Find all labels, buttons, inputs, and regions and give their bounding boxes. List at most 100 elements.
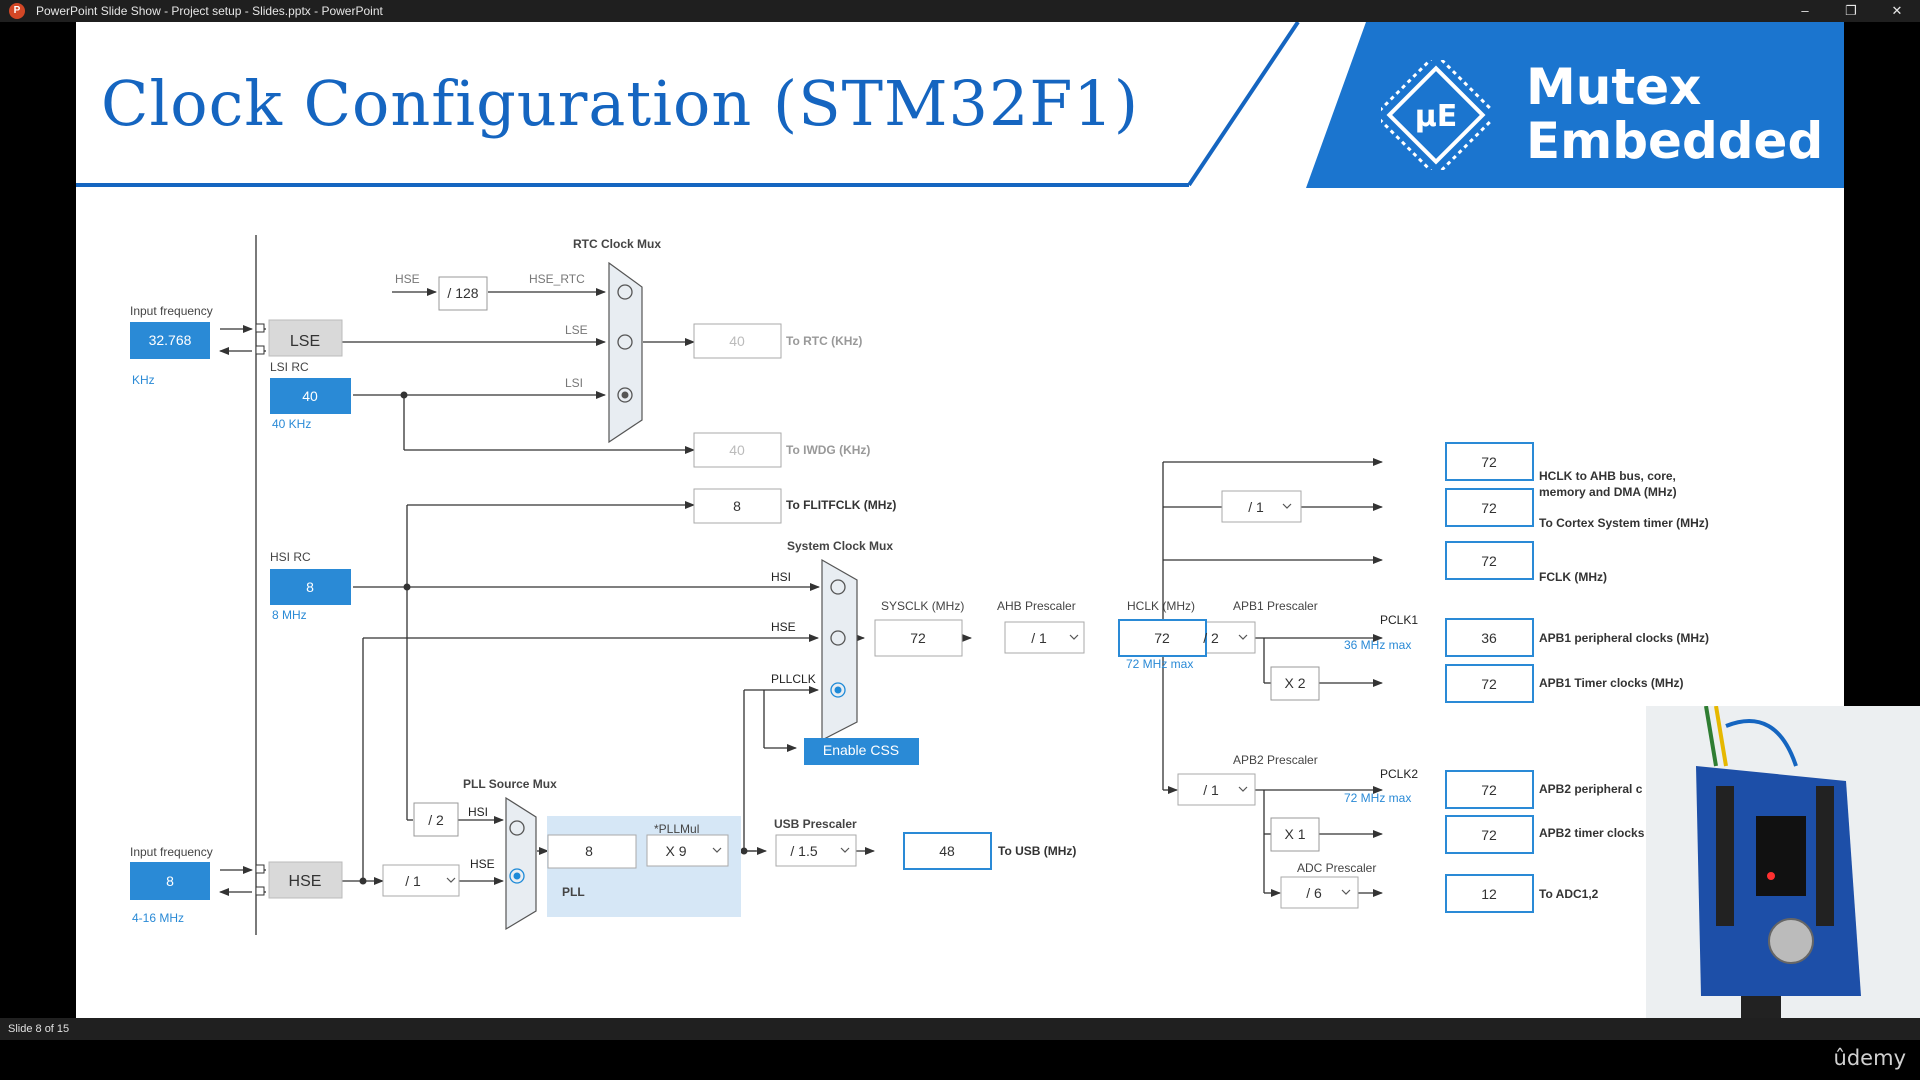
svg-text:μE: μE — [1415, 99, 1458, 134]
pclk1-label: PCLK1 — [1380, 613, 1418, 627]
system-clock-mux-label: System Clock Mux — [787, 539, 893, 553]
rtc-lsi-label: LSI — [565, 376, 583, 390]
apb1-peripheral-output-label: APB1 peripheral clocks (MHz) — [1539, 631, 1709, 645]
ahb-prescaler-value: / 1 — [1031, 630, 1047, 646]
lse-frequency-input[interactable] — [130, 322, 210, 359]
lsi-unit-label: 40 KHz — [272, 417, 311, 431]
rtc-mux-lse-radio[interactable] — [617, 334, 633, 350]
adc-output-value: 12 — [1481, 886, 1497, 902]
apb1-peripheral-output-value: 36 — [1481, 630, 1497, 646]
pll-label: PLL — [562, 885, 585, 899]
pllmul-dropdown[interactable] — [646, 834, 729, 867]
cortex-timer-output-box — [1445, 488, 1534, 527]
rtc-output-value: 40 — [729, 333, 745, 349]
flitfclk-output-box — [693, 488, 782, 524]
hclk-value: 72 — [1154, 630, 1170, 646]
adc-output-box — [1445, 874, 1534, 913]
rtc-lse-label: LSE — [565, 323, 588, 337]
slide-counter: Slide 8 of 15 — [8, 1023, 70, 1035]
hse-prediv-dropdown[interactable] — [382, 864, 460, 897]
iwdg-output-value: 40 — [729, 442, 745, 458]
lse-block-label: LSE — [290, 333, 320, 350]
cortex-timer-output-value: 72 — [1481, 500, 1497, 516]
pclk2-label: PCLK2 — [1380, 767, 1418, 781]
system-clock-mux — [821, 558, 858, 741]
rtc-clock-mux — [608, 261, 643, 444]
close-button[interactable]: ✕ — [1891, 3, 1903, 18]
apb2-x1-label: X 1 — [1284, 826, 1305, 842]
hclk-ahb-output-box — [1445, 442, 1534, 481]
ahb-prescaler-label: AHB Prescaler — [997, 599, 1076, 613]
rtc-hse-label: HSE — [395, 272, 420, 286]
pll-hse-label: HSE — [470, 857, 495, 871]
lsi-rc-block — [270, 378, 351, 414]
powerpoint-app-icon: P — [9, 3, 25, 19]
apb1-x2-box — [1270, 666, 1320, 701]
adc-prescaler-label: ADC Prescaler — [1297, 861, 1376, 875]
flitfclk-output-label: To FLITFCLK (MHz) — [786, 498, 896, 512]
hse-range-label: 4-16 MHz — [132, 911, 184, 925]
adc-output-label: To ADC1,2 — [1539, 887, 1599, 901]
pll-hsi-div2-box — [413, 802, 459, 837]
pll-input-box — [547, 834, 637, 869]
sys-hse-label: HSE — [771, 620, 796, 634]
lse-unit-label: KHz — [132, 373, 155, 387]
hse-prediv-value: / 1 — [405, 873, 421, 889]
rtc-output-label: To RTC (KHz) — [786, 334, 862, 348]
rtc-mux-hse-radio[interactable] — [617, 284, 633, 300]
apb2-prescaler-label: APB2 Prescaler — [1233, 753, 1318, 767]
enable-css-button[interactable] — [804, 738, 919, 765]
pll-mux-hse-radio[interactable] — [509, 868, 525, 884]
lsi-value: 40 — [302, 388, 318, 404]
apb2-peripheral-output-box — [1445, 770, 1534, 809]
logo-line-1: Mutex — [1526, 58, 1702, 116]
usb-output-label: To USB (MHz) — [998, 844, 1076, 858]
logo-line-2: Embedded — [1526, 112, 1824, 170]
dev-board-image — [1646, 706, 1920, 1040]
pclk1-max-label: 36 MHz max — [1344, 638, 1411, 652]
hse-block — [268, 861, 343, 899]
fclk-output-value: 72 — [1481, 553, 1497, 569]
enable-css-label[interactable]: Enable CSS — [823, 742, 899, 758]
rtc-mux-lsi-radio[interactable] — [617, 387, 633, 403]
hse-frequency-input[interactable] — [130, 862, 210, 900]
lse-frequency-value: 32.768 — [149, 332, 192, 348]
sys-pllclk-label: PLLCLK — [771, 672, 816, 686]
lse-block — [268, 319, 343, 357]
apb2-peripheral-output-label: APB2 peripheral c — [1539, 782, 1643, 796]
pll-hsi-div2-label: / 2 — [428, 812, 444, 828]
apb2-peripheral-output-value: 72 — [1481, 782, 1497, 798]
slide-canvas: RTC Clock Mux Input frequency LSI RC HSE… — [76, 22, 1844, 1018]
hclk-max-label: 72 MHz max — [1126, 657, 1193, 671]
pll-source-mux-label: PLL Source Mux — [463, 777, 557, 791]
apb2-timer-output-label: APB2 timer clocks — [1539, 826, 1645, 840]
mutex-embedded-logo-icon: μE — [1381, 60, 1491, 170]
hsi-unit-label: 8 MHz — [272, 608, 307, 622]
flitfclk-output-value: 8 — [733, 498, 741, 514]
ahb-prescaler-dropdown[interactable] — [1004, 621, 1085, 654]
pll-mux-hsi-radio[interactable] — [509, 820, 525, 836]
hclk-ahb-output-value: 72 — [1481, 454, 1497, 470]
hsi-rc-block — [270, 569, 351, 605]
sys-mux-hsi-radio[interactable] — [830, 579, 846, 595]
fclk-output-label: FCLK (MHz) — [1539, 570, 1607, 584]
apb1-x2-label: X 2 — [1284, 675, 1305, 691]
hclk-output-box — [1118, 619, 1207, 657]
lse-input-frequency-label: Input frequency — [130, 304, 213, 318]
sys-mux-pllclk-radio[interactable] — [830, 682, 846, 698]
usb-prescaler-value: / 1.5 — [790, 843, 817, 859]
usb-output-box — [903, 832, 992, 870]
apb1-peripheral-output-box — [1445, 618, 1534, 657]
hclk-label: HCLK (MHz) — [1127, 599, 1195, 613]
sysclk-label: SYSCLK (MHz) — [881, 599, 964, 613]
apb2-x1-box — [1270, 817, 1320, 852]
hse-block-label: HSE — [289, 873, 322, 890]
sysclk-value: 72 — [910, 630, 926, 646]
pll-input-value: 8 — [585, 843, 593, 859]
sys-mux-hse-radio[interactable] — [830, 630, 846, 646]
restore-button[interactable]: ❐ — [1845, 3, 1857, 18]
iwdg-output-label: To IWDG (KHz) — [786, 443, 870, 457]
minimize-button[interactable]: – — [1801, 3, 1809, 18]
mutex-embedded-logo-text: Mutex Embedded — [1526, 60, 1823, 168]
udemy-watermark: ûdemy — [1833, 1046, 1906, 1070]
